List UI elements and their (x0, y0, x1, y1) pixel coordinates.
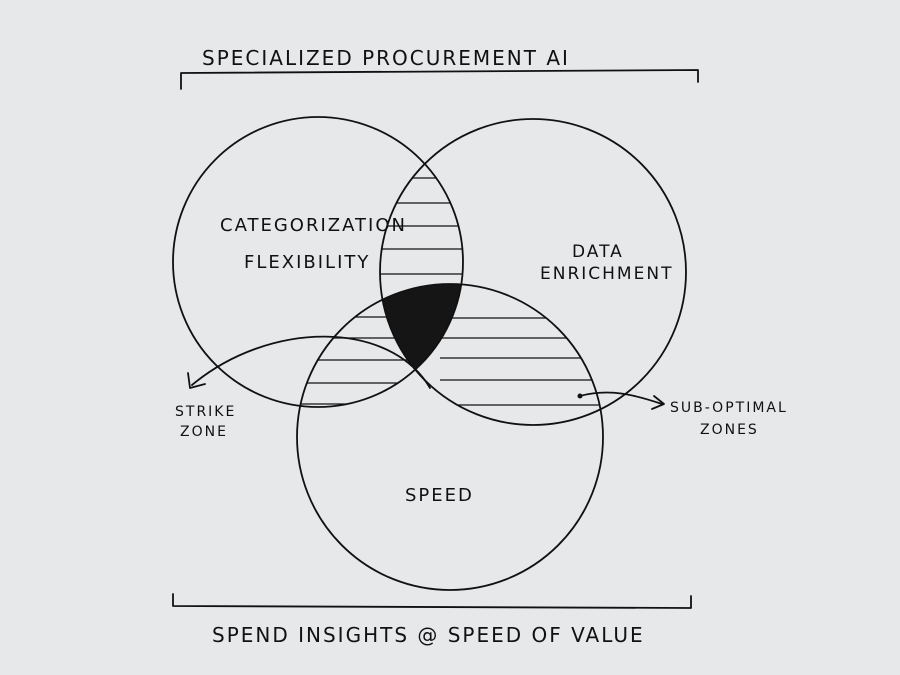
bottom-title: SPEND INSIGHTS @ SPEED OF VALUE (212, 623, 645, 647)
sub-optimal-arrow (579, 391, 663, 405)
label-flexibility: FLEXIBILITY (244, 252, 370, 273)
circle-categorization (172, 116, 464, 408)
strike-zone-line1: STRIKE (175, 404, 236, 420)
circle-data-enrichment (379, 118, 687, 426)
label-data: DATA (572, 242, 624, 262)
bottom-bracket (172, 593, 692, 609)
strike-zone-arrowhead (187, 372, 206, 389)
strike-zone-arrow (191, 335, 431, 389)
center-intersection (380, 284, 463, 407)
circle-speed (296, 283, 604, 591)
label-categorization: CATEGORIZATION (220, 215, 407, 236)
hatch-right-bottom (440, 317, 603, 406)
label-enrichment: ENRICHMENT (540, 264, 673, 284)
sub-optimal-line1: SUB-OPTIMAL (670, 400, 788, 416)
sub-optimal-arrowhead (651, 395, 665, 410)
top-title: SPECIALIZED PROCUREMENT AI (202, 46, 570, 70)
strike-zone-line2: ZONE (180, 424, 228, 440)
sub-optimal-line2: ZONES (700, 422, 759, 438)
label-speed: SPEED (405, 485, 474, 506)
top-bracket (180, 69, 699, 90)
